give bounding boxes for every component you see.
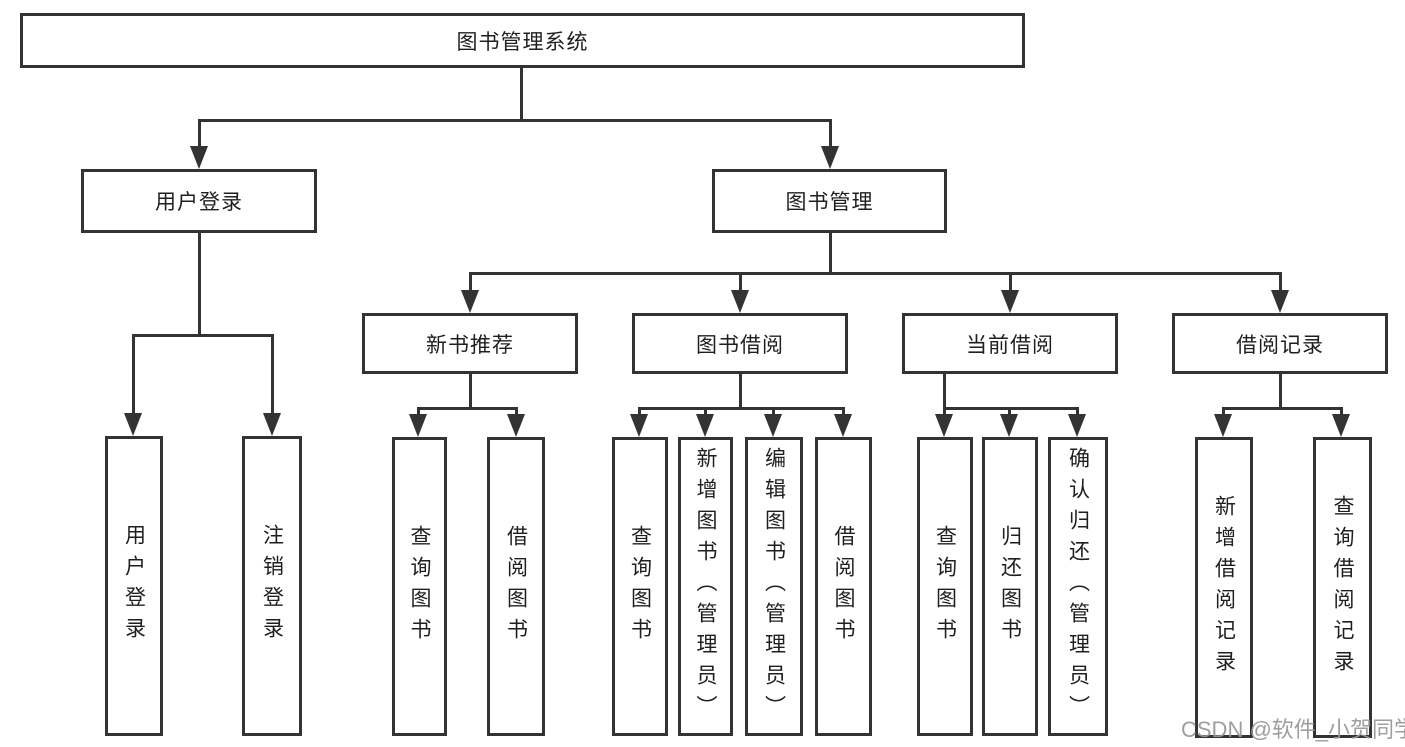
node-borrow-records: 借阅记录 xyxy=(1172,313,1388,374)
connector-line xyxy=(943,372,946,410)
connector-line xyxy=(1008,407,1011,419)
connector-line xyxy=(943,407,946,419)
connector-line xyxy=(772,407,775,419)
leaf-cb-confirm-return: 确认归还（管理员） xyxy=(1048,437,1108,736)
connector-line xyxy=(417,407,420,419)
arrowhead-down-icon xyxy=(124,413,142,436)
connector-line xyxy=(829,232,832,275)
arrowhead-down-icon xyxy=(731,290,749,313)
connector-line xyxy=(132,334,274,337)
connector-line xyxy=(1222,407,1225,419)
leaf-logout: 注销登录 xyxy=(242,436,302,736)
connector-line xyxy=(638,407,845,410)
connector-line xyxy=(198,119,201,149)
connector-line xyxy=(469,372,472,410)
node-current-borrow: 当前借阅 xyxy=(902,313,1118,374)
arrowhead-down-icon xyxy=(696,414,714,437)
connector-line xyxy=(515,407,518,419)
connector-line xyxy=(1279,372,1282,410)
arrowhead-down-icon xyxy=(507,414,525,437)
connector-line xyxy=(469,272,472,292)
leaf-br-query-record: 查询借阅记录 xyxy=(1313,437,1372,738)
arrowhead-down-icon xyxy=(630,414,648,437)
arrowhead-down-icon xyxy=(1332,414,1350,437)
connector-line xyxy=(198,119,832,122)
connector-line xyxy=(1076,407,1079,419)
connector-line xyxy=(1340,407,1343,419)
connector-line xyxy=(704,407,707,419)
leaf-bb-query-books: 查询图书 xyxy=(612,437,668,736)
arrowhead-down-icon xyxy=(461,290,479,313)
leaf-bb-add-books: 新增图书（管理员） xyxy=(678,437,733,736)
leaf-user-login: 用户登录 xyxy=(105,436,163,736)
leaf-nb-borrow-books: 借阅图书 xyxy=(487,437,545,736)
node-book-borrow: 图书借阅 xyxy=(632,313,848,374)
node-root: 图书管理系统 xyxy=(20,13,1025,68)
connector-line xyxy=(739,372,742,410)
connector-line xyxy=(520,66,523,122)
connector-line xyxy=(198,232,201,337)
connector-line xyxy=(271,334,274,416)
leaf-cb-query-books: 查询图书 xyxy=(917,437,973,736)
arrowhead-down-icon xyxy=(821,146,839,169)
connector-line xyxy=(132,334,135,416)
arrowhead-down-icon xyxy=(1001,290,1019,313)
node-book-management: 图书管理 xyxy=(712,169,947,233)
arrowhead-down-icon xyxy=(764,414,782,437)
connector-line xyxy=(417,407,518,410)
leaf-nb-query-books: 查询图书 xyxy=(392,437,447,736)
arrowhead-down-icon xyxy=(834,414,852,437)
arrowhead-down-icon xyxy=(263,413,281,436)
arrowhead-down-icon xyxy=(409,414,427,437)
arrowhead-down-icon xyxy=(1214,414,1232,437)
leaf-cb-return-books: 归还图书 xyxy=(982,437,1038,736)
connector-line xyxy=(829,119,832,149)
leaf-bb-edit-books: 编辑图书（管理员） xyxy=(745,437,803,736)
connector-line xyxy=(1222,407,1342,410)
watermark: CSDN @软件_小贺同学 xyxy=(1181,717,1405,742)
connector-line xyxy=(638,407,641,419)
arrowhead-down-icon xyxy=(1000,414,1018,437)
leaf-bb-borrow-books: 借阅图书 xyxy=(815,437,872,736)
leaf-br-add-record: 新增借阅记录 xyxy=(1195,437,1253,738)
node-new-books: 新书推荐 xyxy=(362,313,578,374)
connector-line xyxy=(1009,272,1012,292)
connector-line xyxy=(469,272,1282,275)
arrowhead-down-icon xyxy=(190,146,208,169)
connector-line xyxy=(739,272,742,292)
arrowhead-down-icon xyxy=(1068,414,1086,437)
node-user-login-branch: 用户登录 xyxy=(81,169,317,233)
arrowhead-down-icon xyxy=(935,414,953,437)
arrowhead-down-icon xyxy=(1271,290,1289,313)
connector-line xyxy=(1279,272,1282,292)
connector-line xyxy=(842,407,845,419)
